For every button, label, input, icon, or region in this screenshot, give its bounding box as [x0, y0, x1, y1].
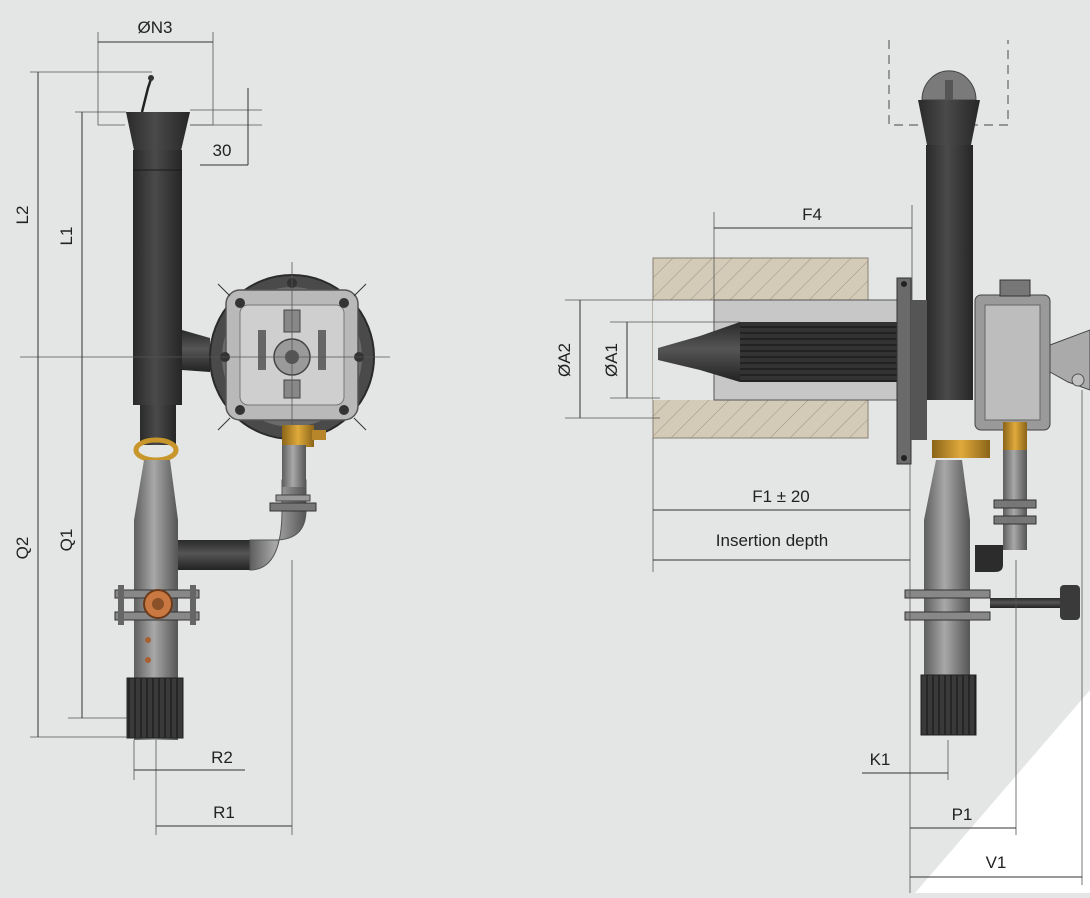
main-dark-tube [133, 150, 182, 405]
ribbed-bottom-right [920, 674, 977, 736]
label-r2: R2 [211, 748, 233, 767]
right-burner-view [652, 40, 1090, 893]
ribbed-bottom [126, 677, 184, 739]
main-tube-right [926, 145, 973, 400]
valve-handle [990, 598, 1060, 608]
top-lever [140, 75, 154, 113]
lever-knob [148, 75, 154, 81]
top-outline-right [190, 110, 214, 126]
head-cone [182, 330, 210, 372]
white-corner [915, 690, 1090, 893]
top-cone-right [918, 100, 980, 150]
left-dimensions: ØN3 30 L2 L1 Q2 Q1 R2 R1 [13, 18, 293, 835]
label-l1: L1 [57, 227, 76, 246]
label-v1: V1 [986, 853, 1007, 872]
label-q2: Q2 [13, 537, 32, 560]
right-dimensions: F4 ØA2 ØA1 F1 ± 20 Insertion depth K1 P1… [555, 205, 1083, 893]
label-q1: Q1 [57, 529, 76, 552]
label-n3: ØN3 [138, 18, 173, 37]
label-r1: R1 [213, 803, 235, 822]
label-l2: L2 [13, 206, 32, 225]
top-cone [126, 112, 190, 155]
mounting-flange [896, 277, 912, 465]
label-a1: ØA1 [602, 343, 621, 377]
top-dashed-outline [888, 40, 1009, 126]
brass-fitting-head [282, 425, 314, 447]
riser-flange [269, 502, 317, 512]
horizontal-hose [178, 540, 253, 570]
label-k1: K1 [870, 750, 891, 769]
valve-flange-right [904, 589, 991, 599]
label-f4: F4 [802, 205, 822, 224]
label-f1: F1 ± 20 [752, 487, 810, 506]
label-30: 30 [213, 141, 232, 160]
label-p1: P1 [952, 805, 973, 824]
label-a2: ØA2 [555, 343, 574, 377]
left-burner-view [20, 75, 390, 740]
label-insertion-depth: Insertion depth [716, 531, 828, 550]
top-outline-left [97, 110, 125, 126]
pipe-elbow [249, 479, 307, 571]
brass-fitting-right [932, 440, 990, 458]
